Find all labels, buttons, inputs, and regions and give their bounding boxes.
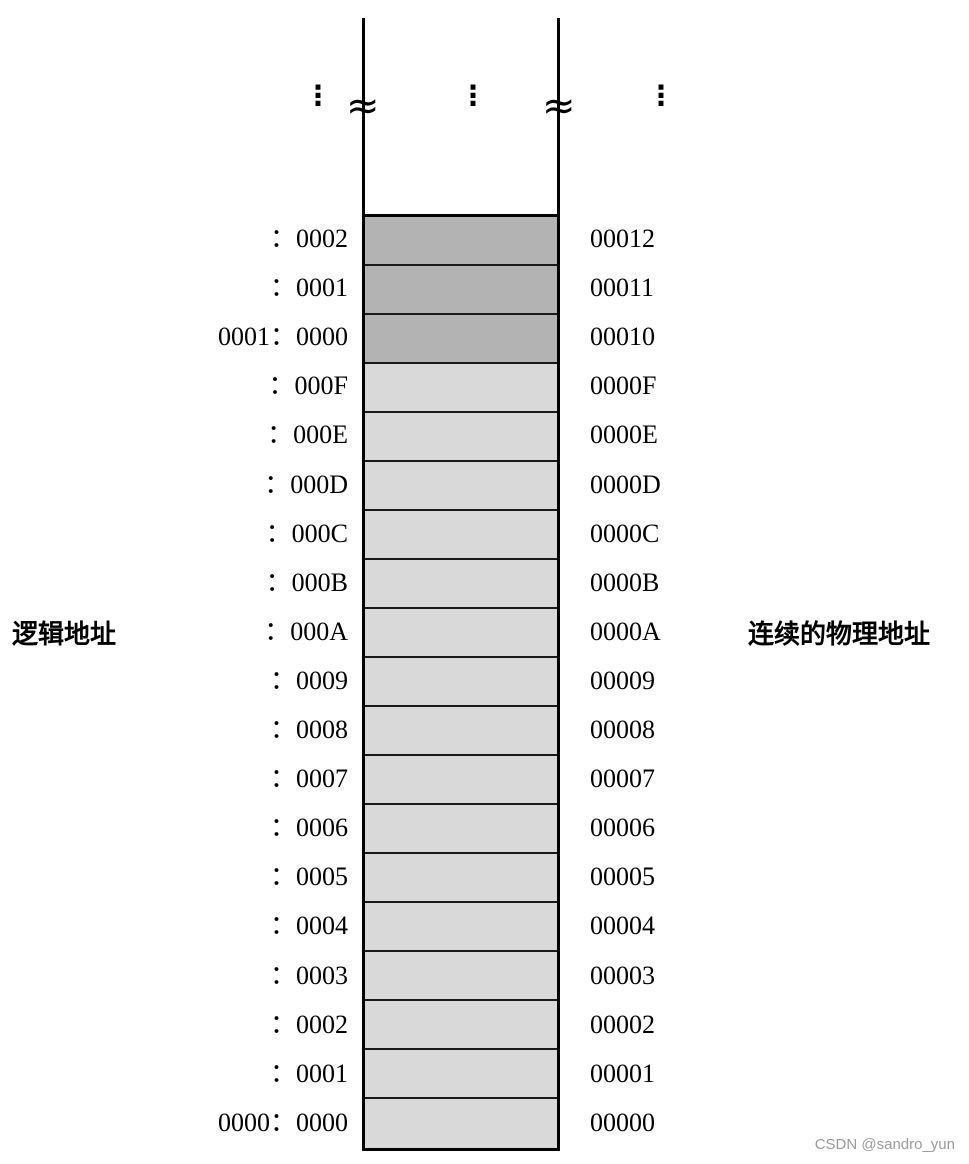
logical-address-label: ：0001 xyxy=(269,1058,348,1088)
left-boundary-line xyxy=(362,18,365,218)
memory-cell xyxy=(365,1050,557,1099)
physical-address-label: 00003 xyxy=(590,960,655,990)
logical-address-label: ：0002 xyxy=(269,224,348,253)
memory-cell xyxy=(365,315,557,364)
memory-cell xyxy=(365,952,557,1001)
physical-address-label: 00006 xyxy=(590,813,655,843)
memory-cell xyxy=(365,756,557,805)
physical-address-label: 00000 xyxy=(590,1107,655,1137)
logical-address-label: ：000C xyxy=(265,518,348,548)
physical-address-label: 00001 xyxy=(590,1058,655,1088)
physical-address-label: 0000E xyxy=(590,420,658,450)
memory-cell xyxy=(365,1099,557,1148)
physical-address-label: 00011 xyxy=(590,273,655,303)
physical-address-label: 00008 xyxy=(590,715,655,744)
memory-cell xyxy=(365,1001,557,1050)
physical-address-label: 0000F xyxy=(590,371,657,401)
logical-address-label: ：0009 xyxy=(269,665,348,695)
physical-address-label: 00004 xyxy=(590,911,655,941)
physical-address-label: 0000B xyxy=(590,567,660,597)
memory-cell xyxy=(365,462,557,511)
memory-cell xyxy=(365,903,557,952)
memory-cell xyxy=(365,658,557,707)
break-mark-icon: ≈ xyxy=(542,83,576,129)
memory-cell xyxy=(365,805,557,854)
logical-address-label: ：0005 xyxy=(269,862,348,892)
logical-address-label: ：000E xyxy=(267,420,348,450)
physical-address-label: 00002 xyxy=(590,1009,655,1039)
logical-address-label: ：0004 xyxy=(269,911,348,941)
physical-address-label: 00009 xyxy=(590,665,655,695)
logical-address-label: ：0001 xyxy=(269,273,348,303)
memory-cell xyxy=(365,511,557,560)
memory-stack xyxy=(362,214,560,1151)
logical-address-label: ：0003 xyxy=(269,960,348,990)
logical-address-label: ：000D xyxy=(264,469,348,499)
memory-cell xyxy=(365,266,557,315)
physical-address-label: 00012 xyxy=(590,224,655,253)
logical-address-label: ：0006 xyxy=(269,813,348,843)
right-boundary-line xyxy=(557,18,560,218)
memory-cell xyxy=(365,707,557,756)
physical-address-label: 00005 xyxy=(590,862,655,892)
watermark: CSDN @sandro_yun xyxy=(814,1136,955,1153)
logical-address-label: 0000：0000 xyxy=(217,1107,348,1137)
physical-address-label: 00010 xyxy=(590,322,655,352)
physical-address-label: 0000C xyxy=(590,518,660,548)
logical-address-title: 逻辑地址 xyxy=(12,620,117,650)
vertical-ellipsis-icon: ⋮ xyxy=(647,79,675,112)
logical-address-label: ：000F xyxy=(268,371,348,401)
logical-address-label: ：0002 xyxy=(269,1009,348,1039)
logical-address-label: 0001：0000 xyxy=(217,322,348,352)
logical-address-label: ：000A xyxy=(264,616,348,646)
vertical-ellipsis-icon: ⋮ xyxy=(459,79,487,112)
vertical-ellipsis-icon: ⋮ xyxy=(304,79,332,112)
logical-address-label: ：0008 xyxy=(269,715,348,744)
memory-cell xyxy=(365,217,557,266)
memory-cell xyxy=(365,413,557,462)
memory-cell xyxy=(365,364,557,413)
memory-cell xyxy=(365,854,557,903)
logical-address-label: ：000B xyxy=(265,567,348,597)
physical-address-label: 00007 xyxy=(590,764,655,794)
logical-address-label: ：0007 xyxy=(269,764,348,794)
break-mark-icon: ≈ xyxy=(346,83,380,129)
physical-address-label: 0000A xyxy=(590,616,661,646)
memory-cell xyxy=(365,609,557,658)
memory-cell xyxy=(365,560,557,609)
physical-address-label: 0000D xyxy=(590,469,661,499)
physical-address-title: 连续的物理地址 xyxy=(748,620,931,650)
